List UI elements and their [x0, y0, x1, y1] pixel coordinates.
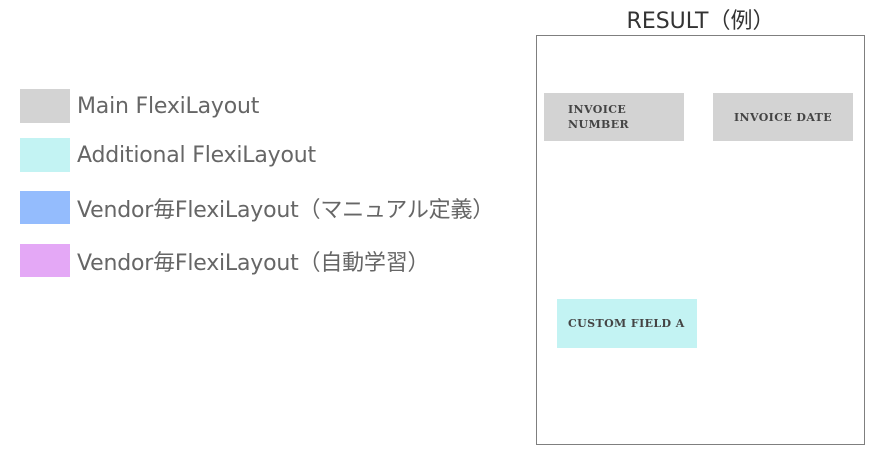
field-custom-field-a: CUSTOM FIELD A — [557, 299, 697, 348]
legend-label-main: Main FlexiLayout — [77, 93, 260, 119]
legend-item-additional-flexilayout: Additional FlexiLayout — [20, 138, 316, 172]
legend-item-main-flexilayout: Main FlexiLayout — [20, 89, 259, 123]
legend-swatch-vendor-manual — [20, 191, 70, 224]
legend-label-vendor-manual: Vendor毎FlexiLayout（マニュアル定義） — [77, 197, 495, 223]
legend-item-vendor-auto: Vendor毎FlexiLayout（自動学習） — [20, 244, 430, 277]
result-title: RESULT（例） — [626, 9, 775, 34]
legend-label-additional: Additional FlexiLayout — [77, 142, 316, 168]
field-custom-field-a-label: CUSTOM FIELD A — [568, 317, 685, 330]
legend-item-vendor-manual: Vendor毎FlexiLayout（マニュアル定義） — [20, 191, 494, 224]
field-invoice-number-label: INVOICE NUMBER — [568, 103, 630, 131]
legend-swatch-main — [20, 89, 70, 123]
legend-swatch-vendor-auto — [20, 244, 70, 277]
legend-label-vendor-auto: Vendor毎FlexiLayout（自動学習） — [77, 250, 430, 276]
field-invoice-date-label: INVOICE DATE — [733, 110, 833, 124]
field-invoice-date: INVOICE DATE — [713, 93, 853, 141]
legend-swatch-additional — [20, 138, 70, 172]
field-invoice-number: INVOICE NUMBER — [544, 93, 684, 141]
